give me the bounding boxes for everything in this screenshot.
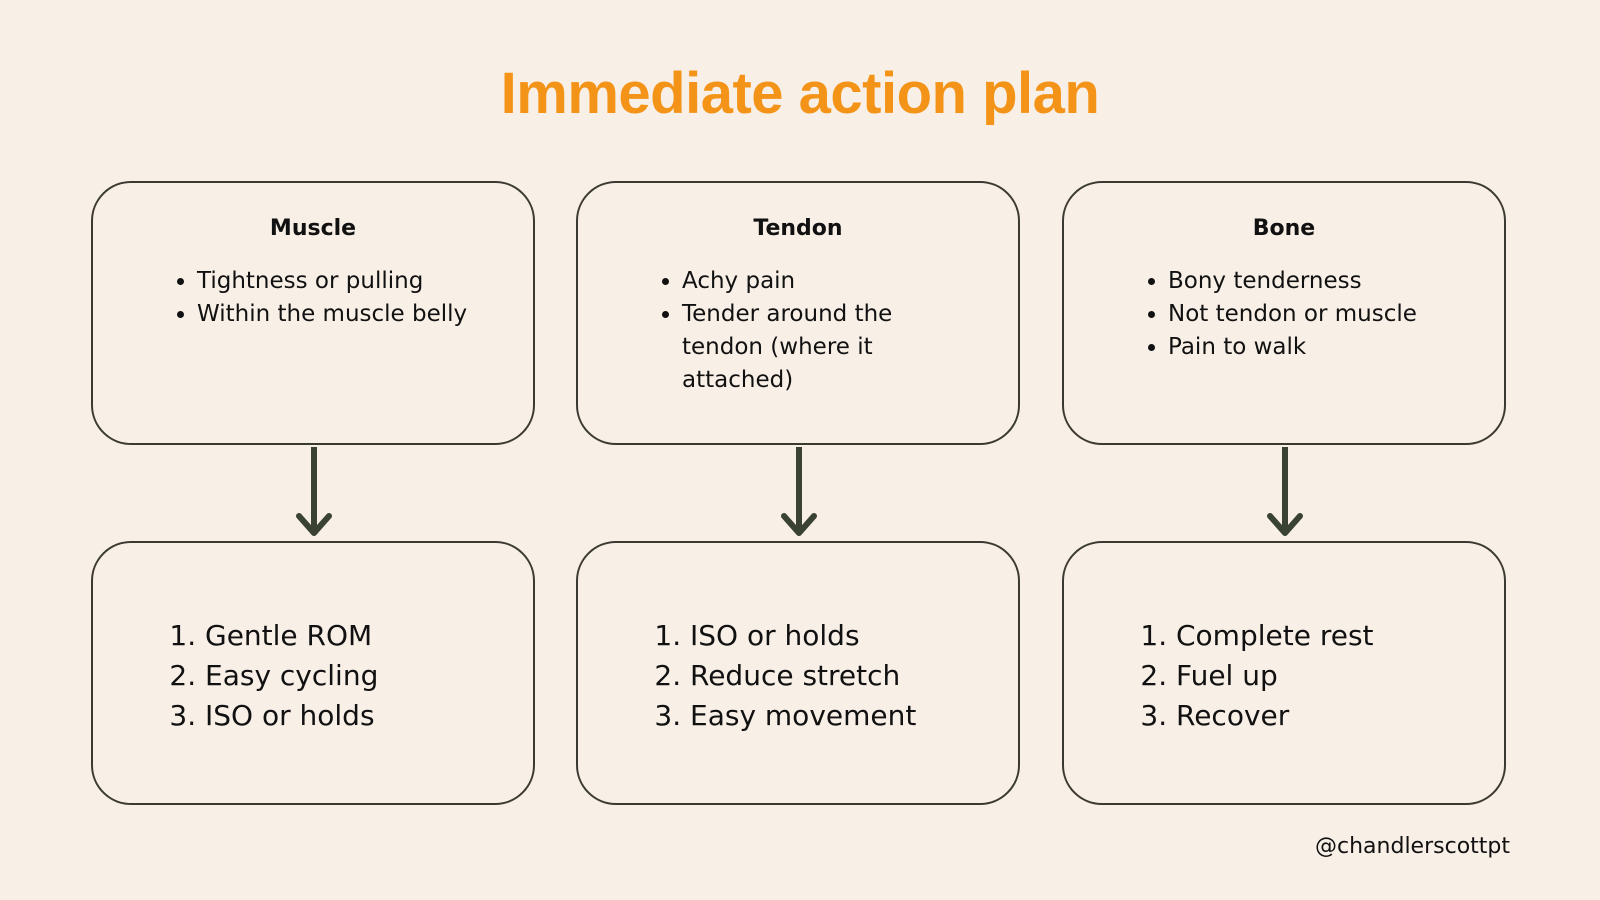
bone-action-item: Complete rest (1176, 616, 1494, 656)
bone-symptom-list: Bony tenderness Not tendon or muscle Pai… (1140, 265, 1484, 364)
muscle-arrow-icon (296, 447, 332, 536)
tendon-arrow-icon (781, 447, 817, 536)
muscle-action-list: Gentle ROM Easy cycling ISO or holds (177, 616, 523, 736)
tendon-symptom-list: Achy pain Tender around the tendon (wher… (654, 265, 918, 397)
tendon-action-item: Easy movement (690, 696, 1008, 736)
bone-symptom-item: Bony tenderness (1168, 265, 1484, 298)
muscle-symptom-item: Tightness or pulling (197, 265, 513, 298)
bone-arrow-icon (1267, 447, 1303, 536)
bone-action-item: Fuel up (1176, 656, 1494, 696)
muscle-action-item: Easy cycling (205, 656, 523, 696)
tendon-symptoms-card: Tendon Achy pain Tender around the tendo… (576, 181, 1020, 445)
muscle-heading: Muscle (269, 216, 357, 241)
tendon-action-item: ISO or holds (690, 616, 1008, 656)
tendon-action-list: ISO or holds Reduce stretch Easy movemen… (662, 616, 1008, 736)
bone-actions-card: Complete rest Fuel up Recover (1062, 541, 1506, 805)
muscle-action-item: ISO or holds (205, 696, 523, 736)
bone-action-item: Recover (1176, 696, 1494, 736)
bone-symptom-item: Not tendon or muscle (1168, 298, 1484, 331)
muscle-symptom-item: Within the muscle belly (197, 298, 513, 331)
bone-heading: Bone (1252, 216, 1316, 241)
bone-action-list: Complete rest Fuel up Recover (1148, 616, 1494, 736)
tendon-actions-card: ISO or holds Reduce stretch Easy movemen… (576, 541, 1020, 805)
tendon-action-item: Reduce stretch (690, 656, 1008, 696)
bone-symptom-item: Pain to walk (1168, 331, 1484, 364)
muscle-symptoms-card: Muscle Tightness or pulling Within the m… (91, 181, 535, 445)
muscle-action-item: Gentle ROM (205, 616, 523, 656)
author-handle: @chandlerscottpt (1315, 834, 1510, 859)
bone-symptoms-card: Bone Bony tenderness Not tendon or muscl… (1062, 181, 1506, 445)
page-title: Immediate action plan (500, 61, 1100, 126)
tendon-symptom-item: Achy pain (682, 265, 918, 298)
tendon-symptom-item: Tender around the tendon (where it attac… (682, 298, 918, 397)
muscle-symptom-list: Tightness or pulling Within the muscle b… (169, 265, 513, 331)
muscle-actions-card: Gentle ROM Easy cycling ISO or holds (91, 541, 535, 805)
tendon-heading: Tendon (753, 216, 843, 241)
